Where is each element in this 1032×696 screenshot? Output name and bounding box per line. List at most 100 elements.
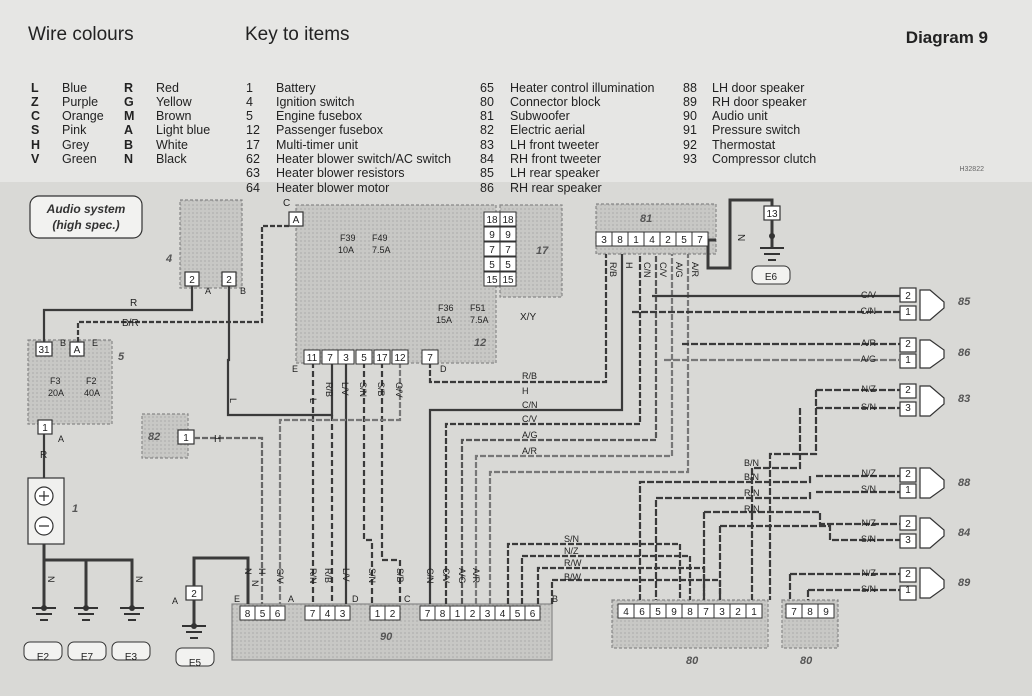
audio-wire-label: A/G [457, 568, 467, 584]
wire-label-l-12: L [308, 398, 318, 403]
fb12-right-pin: 15 [502, 275, 514, 286]
fuse-f36-rating: 15A [436, 315, 452, 325]
caption-box [29, 195, 143, 239]
caption-line1: Audio system [46, 202, 126, 216]
fuse-f49: F49 [372, 233, 388, 243]
conn80a-pin: 8 [687, 607, 693, 618]
fb12-right-pin: 9 [489, 230, 495, 241]
spk84-wire1: N/Z [862, 518, 877, 528]
fb12-right-pin-box [499, 226, 517, 242]
item-80a-label: 80 [686, 655, 699, 667]
conn80b-pin: 8 [807, 607, 813, 618]
audio-wire-label: G/V [275, 568, 285, 584]
audio-pin: 8 [245, 609, 251, 620]
speaker-83 [899, 383, 945, 417]
fuse-f36: F36 [438, 303, 454, 313]
conn80b-pin: 9 [823, 607, 829, 618]
fuse-f3-rating: 20A [48, 388, 64, 398]
audio-wire-label: R/N [308, 568, 318, 584]
item-86-label: 86 [958, 347, 971, 359]
e5-pin: 2 [191, 589, 197, 600]
fb12-pin: 5 [361, 353, 367, 364]
low-wire-label: R/W [564, 558, 582, 568]
wire-label-d: D [440, 364, 447, 374]
earth-e3-label: E3 [125, 652, 138, 663]
item-80b-label: 80 [800, 655, 813, 667]
audio-pin: 4 [500, 609, 506, 620]
audio-pin: 1 [455, 609, 461, 620]
audio-pin: 5 [260, 609, 266, 620]
spk89-wire2: S/N [861, 584, 876, 594]
vert12-wire-label: G/V [394, 382, 404, 398]
spk83-pin1: 2 [905, 385, 911, 396]
audio-pin: 8 [440, 609, 446, 620]
audio-pin: 4 [325, 609, 331, 620]
fb12-right-pin: 7 [489, 245, 495, 256]
wire-br [76, 224, 289, 342]
wire-label-a: A [293, 215, 300, 226]
spk88-pin2: 1 [905, 485, 911, 496]
audio-pin: 7 [425, 609, 431, 620]
fb12-pin-box [355, 349, 373, 365]
mid-wire-label: B/N [744, 472, 759, 482]
key-heading: Key to items [245, 24, 350, 45]
audio-wire-label: S/N [367, 568, 377, 583]
earth-e2-label: E2 [37, 652, 50, 663]
conn80b-pin-box [817, 603, 835, 619]
sub81-pin: 3 [601, 235, 607, 246]
speaker-85 [899, 287, 945, 321]
sub81-wire-label: A/R [690, 262, 700, 278]
fb5-pin-a: A [74, 345, 81, 356]
wire-rb-sub [428, 254, 608, 384]
fuse-f39: F39 [340, 233, 356, 243]
item-4-label: 4 [165, 253, 172, 265]
reference-code: H32822 [959, 166, 984, 173]
audio-pin: 2 [470, 609, 476, 620]
fuse-f2-rating: 40A [84, 388, 100, 398]
audio-wire-label: S/B [395, 568, 405, 583]
spk86-pin1: 2 [905, 339, 911, 350]
harness-wire-label: H [522, 386, 529, 396]
sub81-pin: 4 [649, 235, 655, 246]
vert12-wire-label: L/V [340, 382, 350, 396]
fb12-pin: 17 [376, 353, 388, 364]
audio-pin: 6 [530, 609, 536, 620]
spk86-wire1: A/R [861, 338, 877, 348]
spk85-pin2: 1 [905, 307, 911, 318]
audio-pin: 6 [275, 609, 281, 620]
spk83-wire1: N/Z [862, 384, 877, 394]
passenger-fusebox-box [295, 204, 497, 364]
spk85-wire2: C/N [861, 306, 877, 316]
spk88-pin1: 2 [905, 469, 911, 480]
sub81-pin: 8 [617, 235, 623, 246]
audio-group-label: D [352, 594, 359, 604]
low-wire-label: N/Z [564, 546, 579, 556]
mid-wire-label: R/N [744, 504, 760, 514]
conn80a-pin: 4 [623, 607, 629, 618]
fb12-pin-box [337, 349, 355, 365]
wire-label-br: B/R [122, 318, 139, 329]
harness-wire-label: A/R [522, 446, 538, 456]
wire-label-r: R [130, 298, 137, 309]
sub81-pin: 5 [681, 235, 687, 246]
wire-colours-heading: Wire colours [28, 24, 134, 45]
audio-wire-label: N [243, 568, 253, 575]
fb12-right-pin-box [499, 241, 517, 257]
harness-wire-label: A/G [522, 430, 538, 440]
earth-e5-label: E5 [189, 658, 202, 669]
fb12-pin: 7 [327, 353, 333, 364]
mid-wire-label: B/N [744, 458, 759, 468]
fb12-right-pin: 5 [489, 260, 495, 271]
fb12-pin-box [391, 349, 409, 365]
audio-pin: 3 [340, 609, 346, 620]
fb12-right-pin-box [499, 256, 517, 272]
wire-b-ign [226, 286, 334, 417]
audio-pin-box [334, 605, 351, 621]
fb12-pin-d: 7 [427, 353, 433, 364]
conn80a-pin: 1 [751, 607, 757, 618]
audio-pin-box [524, 605, 541, 621]
